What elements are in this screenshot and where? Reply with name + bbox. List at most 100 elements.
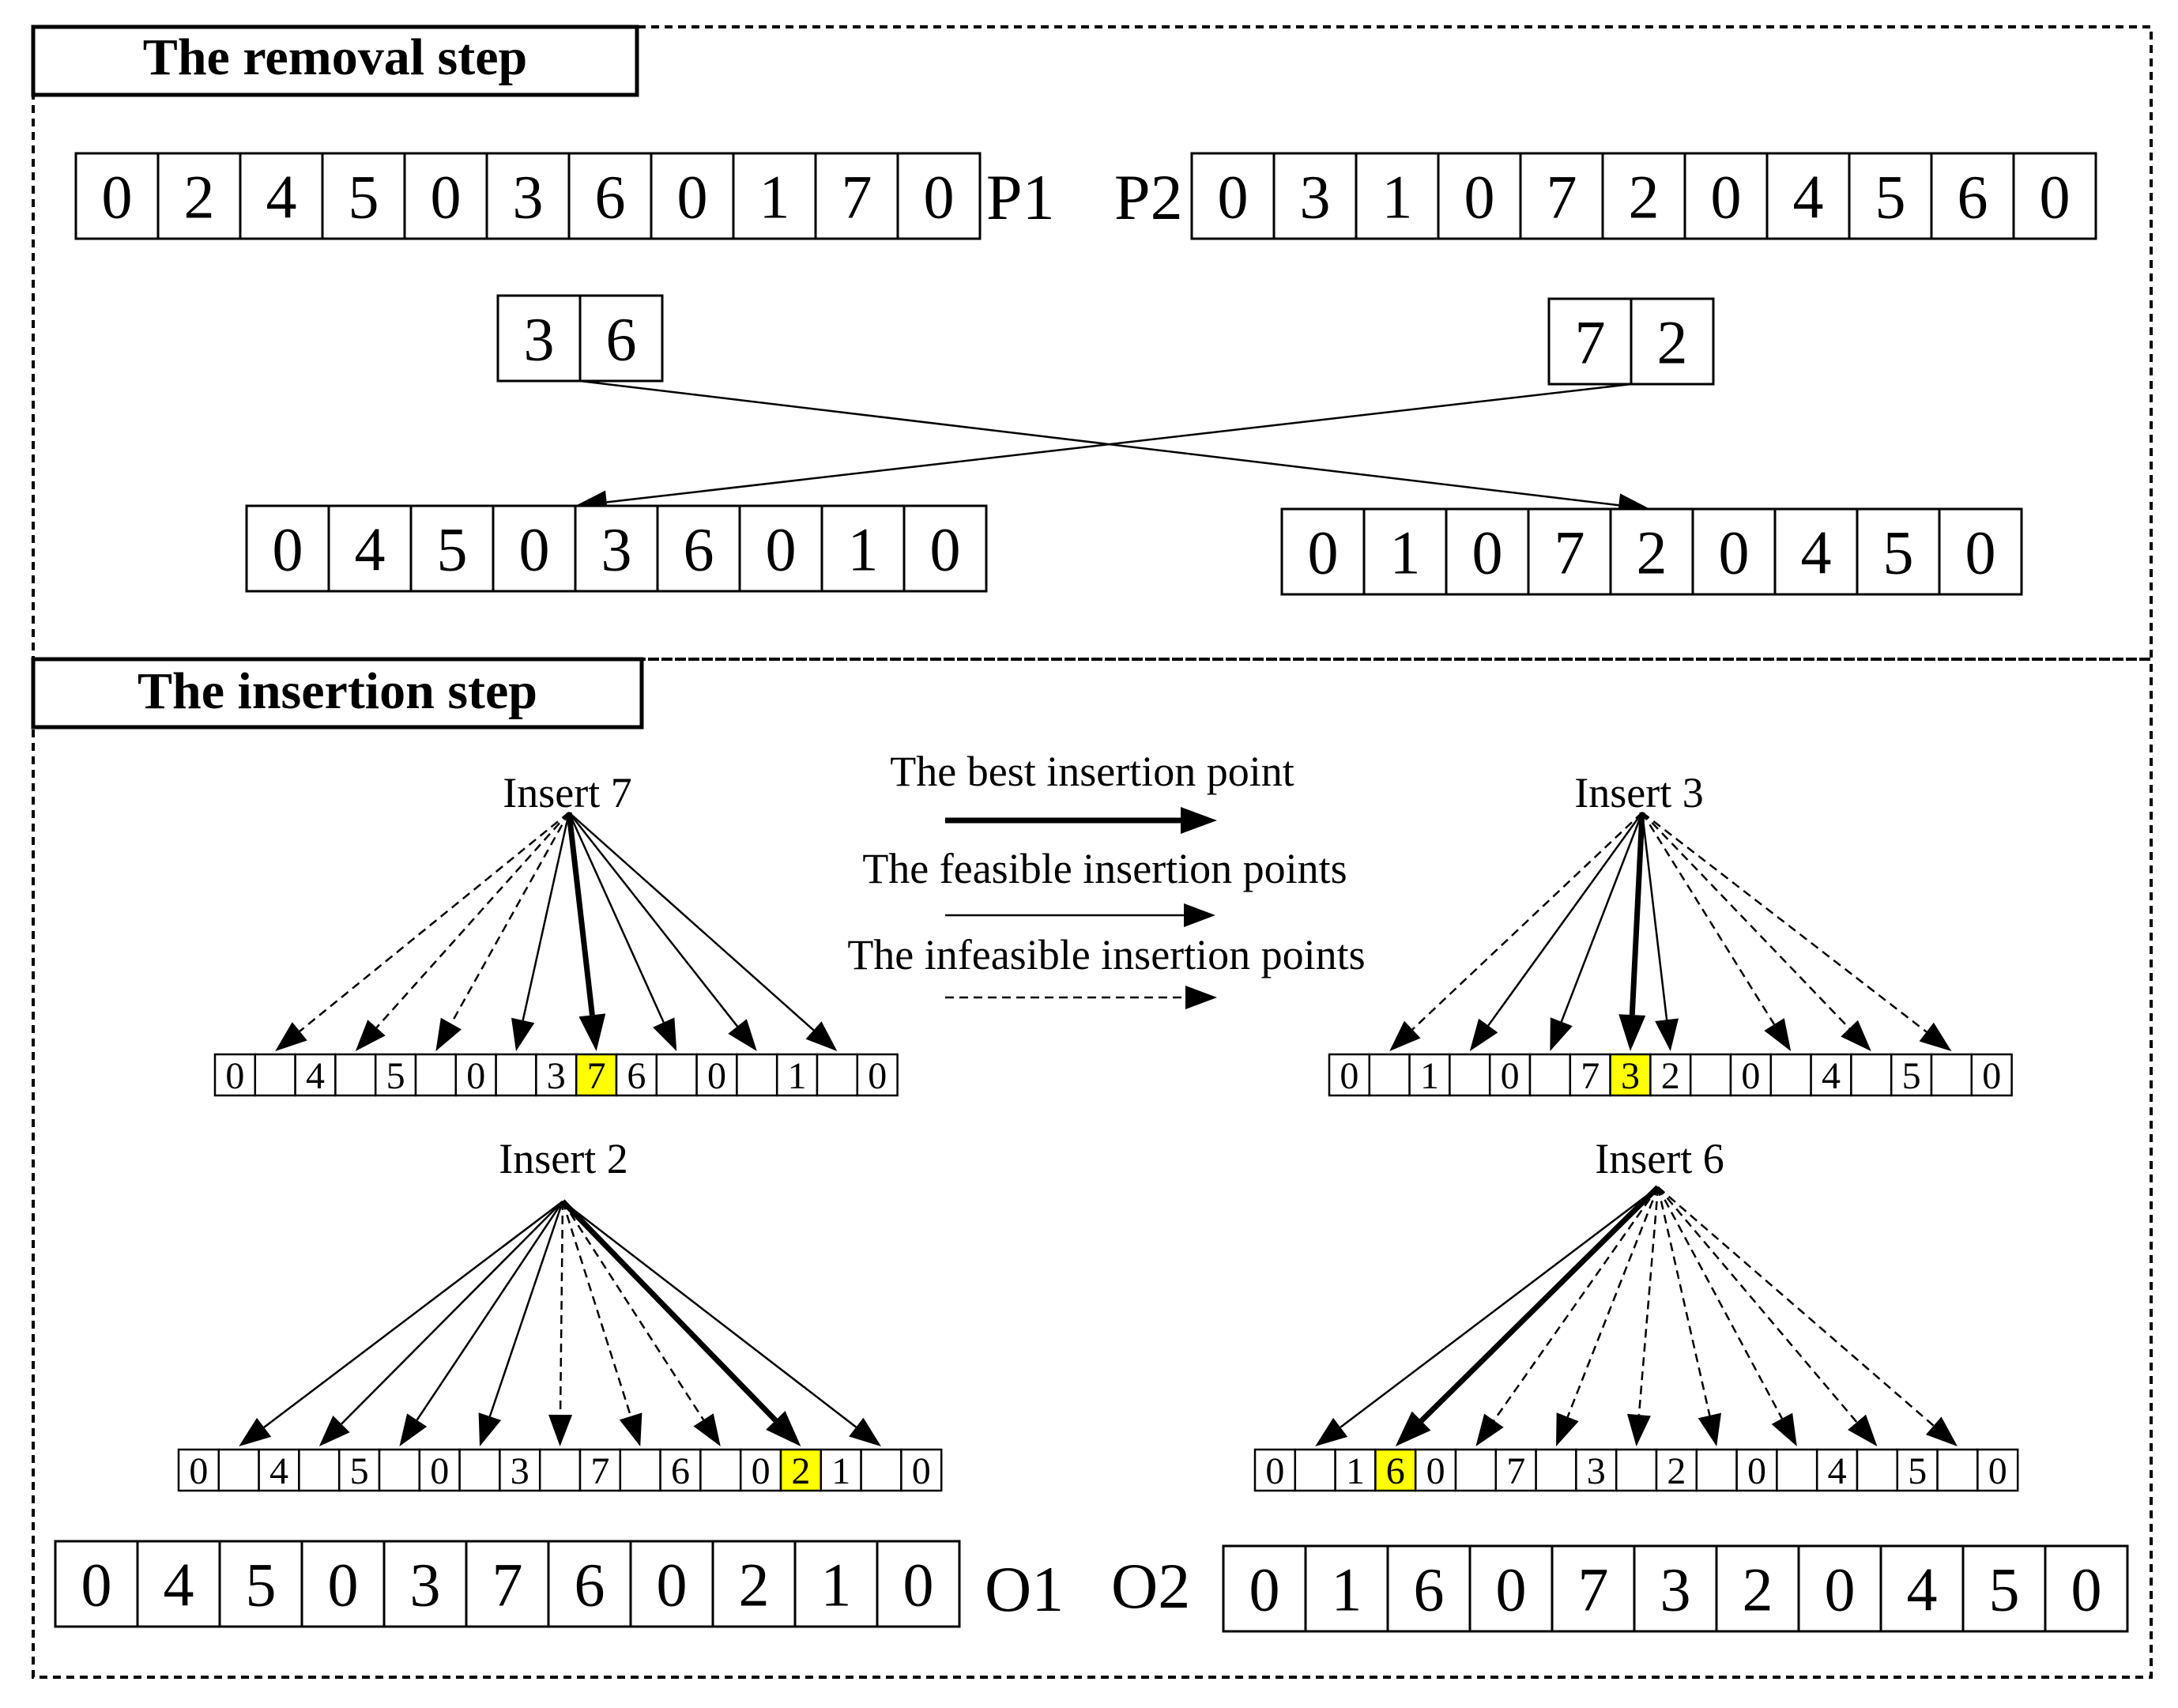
p1-cell-value: 0: [924, 162, 955, 231]
r1-cell-value: 0: [930, 515, 961, 583]
insert-2-label: Insert 2: [499, 1135, 627, 1182]
p1-cell-value: 5: [349, 162, 379, 231]
seg2-cell-value: 7: [1575, 307, 1606, 376]
p1-cell-value: 0: [102, 162, 133, 231]
seg1-cell: [496, 294, 582, 383]
panel3-cell: [1695, 1448, 1738, 1492]
feasible-insertion-arrow: [1469, 812, 1644, 1051]
panel1-cell-value: 7: [1581, 1055, 1600, 1097]
insert-2-arrows: [239, 1199, 881, 1446]
panel0-cell: [575, 1053, 618, 1097]
panel0-cell: [655, 1053, 698, 1097]
panel2-cell-value: 5: [350, 1450, 369, 1492]
parent1-label: P1: [986, 161, 1055, 233]
panel3-cell: [1414, 1448, 1457, 1492]
r1-cell: [902, 504, 988, 593]
o2-cell-value: 0: [1496, 1555, 1527, 1623]
insertion-step-title: The insertion step: [138, 662, 537, 720]
panel0-cell-value: 4: [306, 1055, 325, 1097]
infeasible-insertion-arrow: [435, 812, 571, 1051]
p2-cell-value: 1: [1382, 162, 1413, 231]
p2-cell: [1437, 152, 1522, 240]
r2-cell-value: 2: [1637, 518, 1667, 586]
panel1-cell: [1528, 1053, 1572, 1097]
panel2-cell-value: 7: [590, 1450, 609, 1492]
infeasible-insertion-arrow: [561, 1201, 642, 1446]
p1-cell-value: 0: [431, 162, 462, 231]
o2-cell-value: 7: [1578, 1555, 1609, 1623]
insert-6-label: Insert 6: [1595, 1135, 1724, 1182]
panel1-cell: [1970, 1053, 2013, 1097]
r1-cell-value: 3: [601, 515, 632, 583]
feasible-insertion-arrow: [568, 812, 757, 1051]
panel3-cell: [1454, 1448, 1498, 1492]
panel3-cell-value: 0: [1988, 1450, 2007, 1492]
o1-cell-value: 2: [739, 1550, 770, 1619]
r1-cell: [656, 504, 741, 593]
r2-cell-value: 4: [1801, 518, 1832, 586]
panel0-cell-value: 0: [466, 1055, 485, 1097]
p1-cell: [567, 152, 653, 240]
panel3-cell: [1776, 1448, 1818, 1492]
o2-cell-value: 2: [1743, 1555, 1773, 1623]
panel1-cell: [1368, 1053, 1411, 1097]
panel0-cell-value: 1: [788, 1055, 807, 1097]
legend-infeasible-arrow: [945, 986, 1217, 1009]
o2-cell-value: 1: [1332, 1555, 1362, 1623]
legend-feasible-label: The feasible insertion points: [862, 845, 1347, 892]
seg2-cell-value: 2: [1657, 307, 1688, 376]
insertion-step-section: The insertion step The best insertion po…: [31, 657, 2153, 1679]
o1-cell: [629, 1540, 714, 1628]
o1-cell: [876, 1540, 961, 1628]
panel0-cell: [374, 1053, 417, 1097]
panel0-cell-value: 0: [707, 1055, 726, 1097]
o2-cell: [1961, 1544, 2047, 1633]
o2-cell-value: 0: [1249, 1555, 1280, 1623]
panel1-cell-value: 1: [1420, 1055, 1439, 1097]
panel2-cell: [900, 1448, 943, 1492]
panel2-cell-value: 3: [511, 1450, 529, 1492]
legend-feasible-arrow: [945, 903, 1215, 927]
p1-cell-value: 2: [184, 162, 215, 231]
infeasible-insertion-arrow: [1657, 1186, 1878, 1446]
panel0-cell: [414, 1053, 458, 1097]
panel0-cell-value: 7: [587, 1055, 606, 1097]
panel0-cell-value: 5: [386, 1055, 405, 1097]
o2-cell-value: 3: [1660, 1555, 1691, 1623]
o1-cell: [465, 1540, 550, 1628]
p2-cell: [1765, 152, 1851, 240]
panel1-cell: [1569, 1053, 1611, 1097]
legend-best-arrow: [945, 807, 1217, 834]
p1-cell-value: 4: [266, 162, 297, 231]
panel0-cell: [454, 1053, 497, 1097]
o2-cell-value: 0: [2071, 1555, 2102, 1623]
infeasible-insertion-arrow: [1389, 812, 1643, 1051]
panel2-cell: [499, 1448, 541, 1492]
panel2-cell: [337, 1448, 381, 1492]
panel1-cell: [1890, 1053, 1933, 1097]
feasible-insertion-arrow: [562, 1201, 881, 1446]
panel1-cell-value: 5: [1902, 1055, 1921, 1097]
panel0-cell: [736, 1053, 778, 1097]
panel2-cell-value: 0: [189, 1450, 208, 1492]
panel2-cell: [699, 1448, 742, 1492]
panel1-cell-value: 0: [1501, 1055, 1520, 1097]
o2-cell: [1633, 1544, 1718, 1633]
p1-cell-value: 0: [677, 162, 708, 231]
panel3-cell-value: 3: [1587, 1450, 1606, 1492]
panel0-cell: [856, 1053, 899, 1097]
o2-cell: [1468, 1544, 1554, 1633]
o2-cell: [1797, 1544, 1882, 1633]
panel0-cell: [615, 1053, 658, 1097]
panel0-cell: [695, 1053, 738, 1097]
infeasible-insertion-arrow: [1626, 1186, 1660, 1446]
panel2-cell: [458, 1448, 501, 1492]
p2-cell: [1683, 152, 1769, 240]
panel2-cell-value: 0: [912, 1450, 931, 1492]
